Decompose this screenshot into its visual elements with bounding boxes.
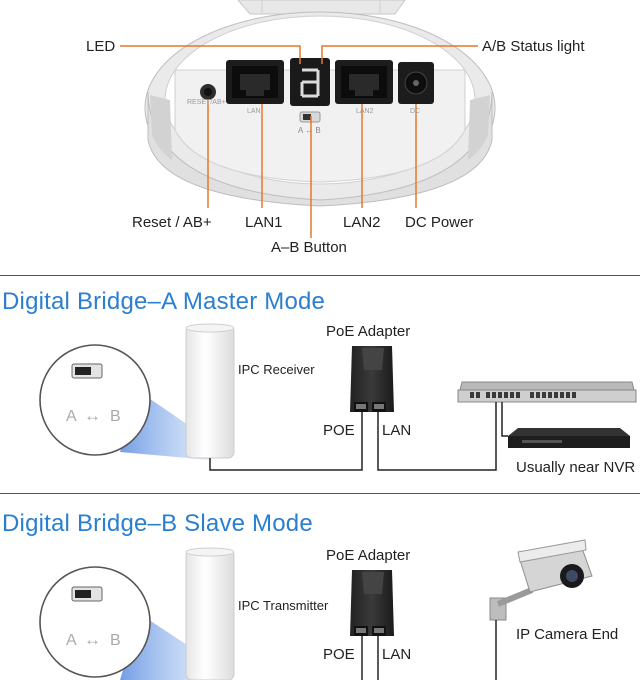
reset-button (200, 84, 216, 100)
master-nvr-device (508, 428, 630, 448)
slave-ipc-transmitter-label: IPC Transmitter (238, 598, 329, 613)
master-nvr-label: Usually near NVR (516, 459, 636, 476)
device-print-lan: LAN (247, 108, 261, 115)
slave-ip-camera-label: IP Camera End (516, 626, 619, 643)
section-divider-1 (0, 275, 640, 276)
master-switch-arrow: ↔ (84, 406, 101, 425)
master-magnifier (39, 344, 210, 460)
slave-ipc-transmitter (185, 547, 235, 680)
slave-switch-a: A (66, 632, 77, 649)
master-poe-adapter-label: PoE Adapter (326, 323, 411, 340)
device-print-dc: DC (410, 108, 421, 115)
master-switch-a: A (66, 408, 77, 425)
label-led: LED (86, 38, 116, 55)
device-print-ab: A ↔ B (298, 126, 321, 135)
master-poe-port-label: POE (323, 422, 355, 439)
master-cables (209, 402, 508, 471)
slave-switch-b: B (110, 632, 121, 649)
slave-poe-port-label: POE (323, 646, 355, 663)
master-poe-adapter (350, 346, 394, 412)
master-mode-title: Digital Bridge–A Master Mode (2, 288, 326, 315)
callout-lines (120, 45, 478, 238)
master-ipc-receiver-label: IPC Receiver (238, 362, 315, 377)
label-ab-status-light: A/B Status light (482, 38, 585, 55)
led-display (290, 58, 330, 106)
master-switch-b: B (110, 408, 121, 425)
device-print-lan2: LAN2 (356, 108, 374, 115)
lan1-port (226, 60, 284, 104)
dc-power-port (398, 62, 434, 104)
slave-cables (361, 620, 497, 680)
master-ipc-receiver (185, 323, 235, 459)
section-divider-2 (0, 493, 640, 494)
label-ab-button: A–B Button (271, 239, 347, 256)
slave-magnifier (39, 566, 210, 680)
slave-poe-adapter (350, 570, 394, 636)
slave-mode-title: Digital Bridge–B Slave Mode (2, 510, 313, 537)
device-print-reset: RESET/AB+ (187, 99, 226, 106)
label-dc-power: DC Power (405, 214, 474, 231)
device-port-panel (144, 11, 496, 207)
label-lan1: LAN1 (245, 214, 283, 231)
slave-switch-arrow: ↔ (84, 630, 101, 649)
lan2-port (335, 60, 393, 104)
slave-poe-adapter-label: PoE Adapter (326, 547, 411, 564)
slave-lan-port-label: LAN (382, 646, 412, 663)
master-lan-port-label: LAN (382, 422, 412, 439)
label-lan2: LAN2 (343, 214, 381, 231)
ab-slide-switch (299, 111, 321, 123)
device-mount (237, 0, 406, 15)
slave-ip-camera (489, 539, 593, 621)
master-network-switch (457, 381, 637, 403)
label-reset-ab: Reset / AB+ (132, 214, 212, 231)
